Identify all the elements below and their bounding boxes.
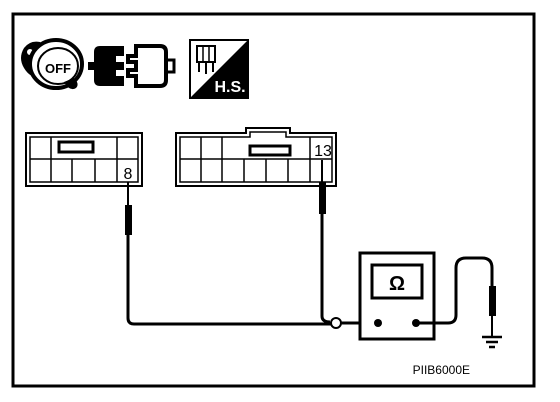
figure-code: PIIB6000E	[413, 363, 470, 377]
connector-right: 13	[175, 127, 337, 187]
ignition-off-icon: OFF	[21, 38, 84, 90]
pin-label-8: 8	[124, 166, 133, 183]
ground-lead	[416, 256, 496, 337]
probe-wire-right	[319, 160, 331, 324]
diagram-frame	[11, 12, 536, 388]
pin-label-13: 13	[314, 143, 332, 160]
ground-symbol-icon	[482, 335, 502, 349]
ignition-off-label: OFF	[45, 61, 71, 76]
harness-side-label: H.S.	[214, 79, 245, 96]
harness-side-icon: H.S.	[189, 39, 249, 99]
ohmmeter: Ω	[358, 251, 436, 341]
connector-left: 8	[25, 132, 143, 187]
ohm-symbol: Ω	[389, 273, 405, 295]
disconnect-connector-icon	[88, 44, 176, 88]
probe-wire-left	[125, 182, 334, 326]
meter-terminal-left	[374, 319, 382, 327]
wire-junction	[330, 317, 342, 329]
